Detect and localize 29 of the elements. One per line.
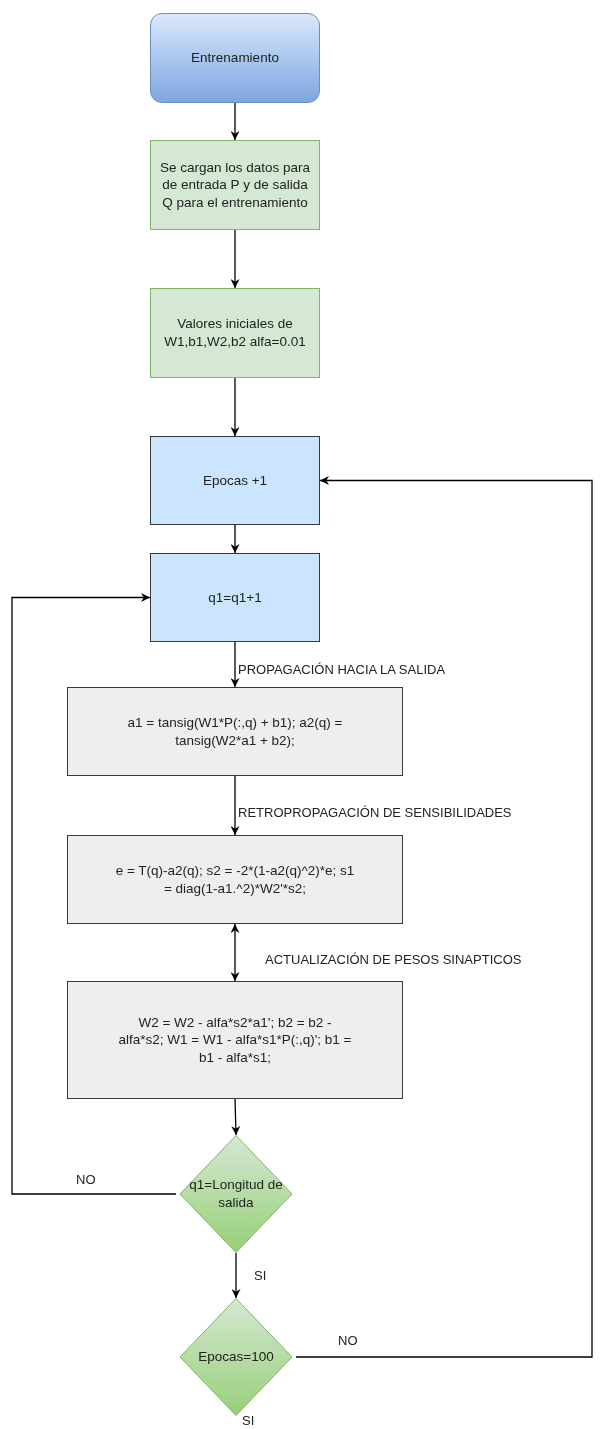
process-box (67, 835, 403, 924)
start-box (150, 13, 320, 103)
arrow (230, 377, 240, 437)
process-box (150, 140, 320, 230)
process-box (67, 981, 403, 1099)
node-text: Entrenamiento (191, 49, 279, 67)
arrow (11, 593, 177, 1195)
node-text: Valores iniciales de W1,b1,W2,b2 alfa=0.01 (163, 315, 307, 351)
process-box (150, 436, 320, 525)
arrow (231, 1098, 241, 1136)
arrow (230, 524, 240, 554)
arrow (230, 641, 240, 688)
node-text: W2 = W2 - alfa*s2*a1'; b2 = b2 - alfa*s2; W1 = W1 - alfa*s1*P(:,q)'; b1 = b1 - alfa*s1; (117, 1013, 353, 1067)
arrow (230, 775, 240, 836)
arrow (230, 923, 240, 982)
node-text: e = T(q)-a2(q); s2 = -2*(1-a2(q)^2)*e; s1 = diag(1-a1.^2)*W2'*s2; (115, 861, 355, 898)
arrow (295, 476, 593, 1358)
arrow (230, 229, 240, 289)
node-text: Epocas +1 (202, 471, 268, 490)
node-text: Se cargan los datos para de entrada P y de salida Q para el entrenamiento (159, 158, 311, 212)
process-box (150, 553, 320, 642)
node-text: Epocas=100 (197, 1348, 275, 1366)
arrow (231, 1252, 241, 1299)
node-text: a1 = tansig(W1*P(:,q) + b1); a2(q) = tansig(W2*a1 + b2); (126, 713, 344, 750)
node-text: q1=q1+1 (208, 588, 262, 607)
process-box (67, 687, 403, 776)
process-box (150, 288, 320, 378)
node-text: q1=Longitud de salida (188, 1176, 284, 1212)
arrow (230, 102, 240, 141)
